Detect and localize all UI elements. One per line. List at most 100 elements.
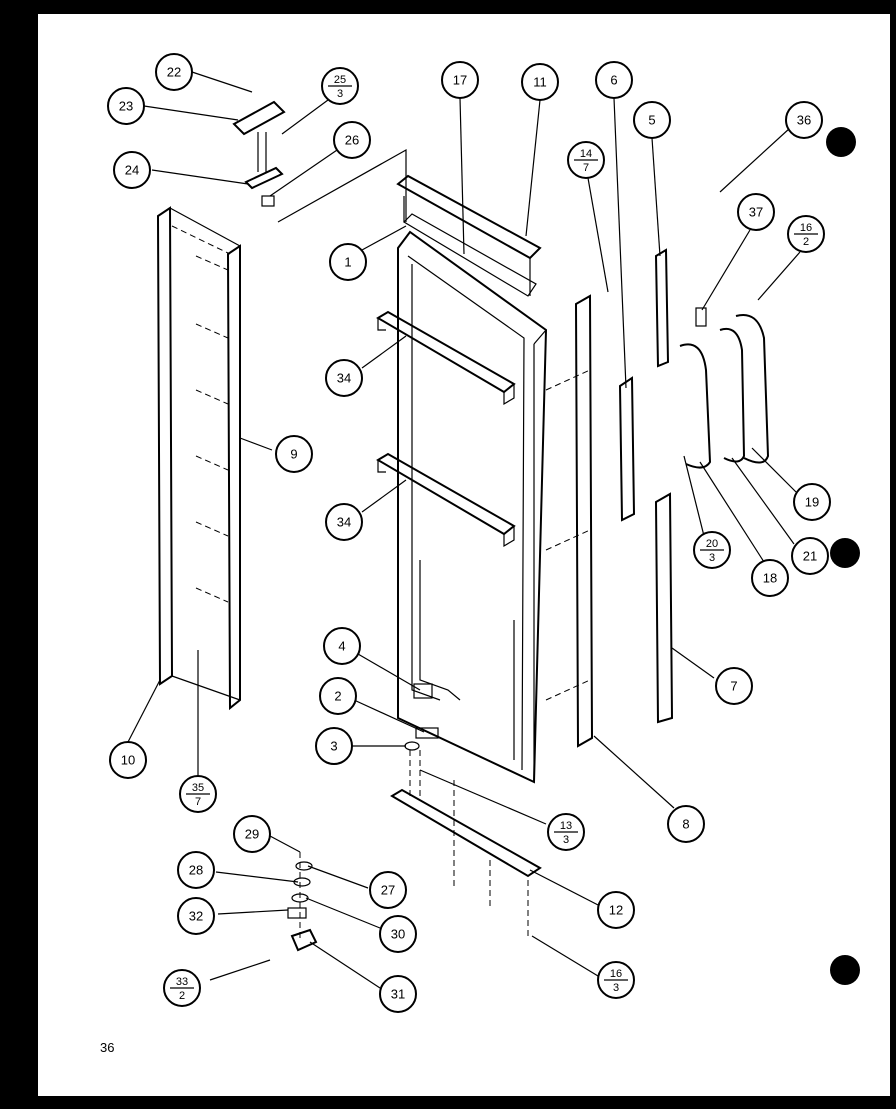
handle-strip-5	[654, 248, 670, 368]
callout-9: 9	[275, 435, 313, 473]
svg-text:7: 7	[583, 162, 589, 174]
callout-2: 2	[319, 677, 357, 715]
door-panel	[397, 230, 548, 784]
svg-text:9: 9	[290, 447, 297, 462]
svg-text:16: 16	[610, 968, 622, 980]
callout-17: 17	[441, 61, 479, 99]
svg-text:22: 22	[167, 65, 181, 80]
svg-text:3: 3	[330, 739, 337, 754]
callout-24: 24	[113, 151, 151, 189]
svg-text:24: 24	[125, 163, 139, 178]
page-number: 36	[100, 1040, 115, 1055]
callout-18: 18	[751, 559, 789, 597]
svg-text:34: 34	[337, 371, 351, 386]
svg-text:3: 3	[709, 552, 715, 564]
svg-text:25: 25	[334, 74, 346, 86]
callout-13-3: 133	[547, 813, 585, 851]
svg-text:21: 21	[803, 549, 817, 564]
callout-27: 27	[369, 871, 407, 909]
handle-assembly	[679, 307, 770, 469]
registration-dot-bottom	[830, 955, 860, 985]
svg-text:3: 3	[613, 982, 619, 994]
svg-text:5: 5	[648, 113, 655, 128]
callout-23: 23	[107, 87, 145, 125]
svg-text:23: 23	[119, 99, 133, 114]
svg-text:1: 1	[344, 255, 351, 270]
svg-text:37: 37	[749, 205, 763, 220]
callout-26: 26	[333, 121, 371, 159]
svg-text:2: 2	[179, 990, 185, 1002]
callout-1: 1	[329, 243, 367, 281]
svg-text:34: 34	[337, 515, 351, 530]
svg-text:32: 32	[189, 909, 203, 924]
side-strip-right	[545, 294, 594, 748]
callout-14-7: 147	[567, 141, 605, 179]
svg-text:27: 27	[381, 883, 395, 898]
bottom-hinge	[287, 852, 318, 952]
callout-32: 32	[177, 897, 215, 935]
svg-text:35: 35	[192, 782, 204, 794]
registration-dot-middle	[830, 538, 860, 568]
registration-dot-top	[826, 127, 856, 157]
svg-text:10: 10	[121, 753, 135, 768]
handle-strip-6	[618, 376, 636, 522]
svg-text:19: 19	[805, 495, 819, 510]
callout-22: 22	[155, 53, 193, 91]
svg-text:26: 26	[345, 133, 359, 148]
callout-12: 12	[597, 891, 635, 929]
svg-text:13: 13	[560, 820, 572, 832]
callout-4: 4	[323, 627, 361, 665]
bottom-rail	[390, 780, 542, 938]
svg-text:20: 20	[706, 538, 718, 550]
svg-text:3: 3	[563, 834, 569, 846]
callout-29: 29	[233, 815, 271, 853]
callout-5: 5	[633, 101, 671, 139]
callout-36: 36	[785, 101, 823, 139]
callout-28: 28	[177, 851, 215, 889]
svg-text:16: 16	[800, 222, 812, 234]
svg-text:8: 8	[682, 817, 689, 832]
svg-text:36: 36	[797, 113, 811, 128]
callout-35-7: 357	[179, 775, 217, 813]
svg-text:12: 12	[609, 903, 623, 918]
callout-6: 6	[595, 61, 633, 99]
callout-16-3: 163	[597, 961, 635, 999]
callout-25-3: 253	[321, 67, 359, 105]
callout-3: 3	[315, 727, 353, 765]
callout-8: 8	[667, 805, 705, 843]
handle-strip-7	[654, 492, 674, 724]
lower-hinge-parts	[404, 683, 439, 800]
top-trim	[396, 174, 542, 297]
callout-20-3: 203	[693, 531, 731, 569]
svg-text:2: 2	[334, 689, 341, 704]
callout-33-2: 332	[163, 969, 201, 1007]
svg-text:31: 31	[391, 987, 405, 1002]
callout-21: 21	[791, 537, 829, 575]
callout-7: 7	[715, 667, 753, 705]
side-panel-left	[156, 206, 241, 776]
svg-text:17: 17	[453, 73, 467, 88]
svg-text:33: 33	[176, 976, 188, 988]
shelf-bar-lower	[376, 452, 516, 548]
shelf-bar-upper	[376, 310, 516, 406]
callout-19: 19	[793, 483, 831, 521]
callout-10: 10	[109, 741, 147, 779]
svg-text:7: 7	[195, 796, 201, 808]
svg-text:3: 3	[337, 88, 343, 100]
leader-lines	[127, 71, 801, 989]
svg-text:7: 7	[730, 679, 737, 694]
svg-text:6: 6	[610, 73, 617, 88]
svg-text:28: 28	[189, 863, 203, 878]
callout-34-upper: 34	[325, 359, 363, 397]
svg-text:4: 4	[338, 639, 345, 654]
callout-34-lower: 34	[325, 503, 363, 541]
svg-text:14: 14	[580, 148, 592, 160]
svg-text:2: 2	[803, 236, 809, 248]
svg-text:11: 11	[533, 75, 547, 90]
callout-37: 37	[737, 193, 775, 231]
svg-text:18: 18	[763, 571, 777, 586]
callout-16-2: 162	[787, 215, 825, 253]
callout-11: 11	[521, 63, 559, 101]
svg-text:30: 30	[391, 927, 405, 942]
